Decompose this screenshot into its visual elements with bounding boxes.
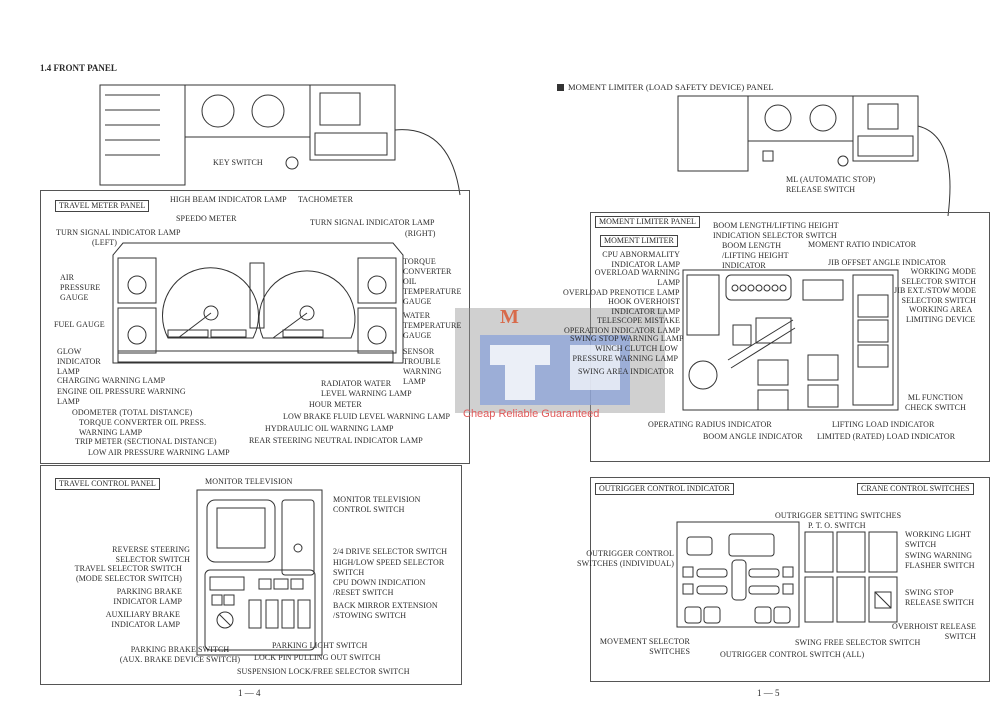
high-beam-indicator-label: HIGH BEAM INDICATOR LAMP bbox=[170, 195, 287, 204]
rear-steering-label: REAR STEERING NEUTRAL INDICATOR LAMP bbox=[249, 436, 423, 445]
outrigger-frame bbox=[590, 477, 990, 682]
travel-meter-panel-title: TRAVEL METER PANEL bbox=[55, 200, 150, 212]
parking-brake-switch-label: PARKING BRAKE SWITCH (AUX. BRAKE DEVICE … bbox=[119, 645, 241, 664]
section-title-front-panel: 1.4 FRONT PANEL bbox=[40, 63, 117, 73]
tc-oil-temp-label: TORQUE CONVERTER OIL TEMPERATURE GAUGE bbox=[403, 257, 462, 306]
boom-indicator-label: BOOM LENGTH /LIFTING HEIGHT INDICATOR bbox=[722, 241, 789, 270]
fuel-gauge-label: FUEL GAUGE bbox=[54, 320, 105, 329]
tachometer-label: TACHOMETER bbox=[298, 195, 354, 204]
cpu-abnormality-label: CPU ABNORMALITY INDICATOR LAMP bbox=[602, 250, 680, 269]
overload-warning-label: OVERLOAD WARNING LAMP bbox=[594, 268, 680, 287]
sensor-trouble-label: SENSOR TROUBLE WARNING LAMP bbox=[403, 347, 442, 386]
moment-limiter-panel-title: MOMENT LIMITER PANEL bbox=[595, 216, 700, 228]
swing-free-label: SWING FREE SELECTOR SWITCH bbox=[795, 638, 921, 647]
brake-fluid-label: LOW BRAKE FLUID LEVEL WARNING LAMP bbox=[283, 412, 451, 421]
page-number-right: 1 — 5 bbox=[757, 688, 780, 698]
swing-warning-label: SWING WARNING FLASHER SWITCH bbox=[905, 551, 975, 570]
telescope-mistake-label: TELESCOPE MISTAKE OPERATION INDICATOR LA… bbox=[563, 316, 680, 335]
moment-limiter-overview-drawing bbox=[677, 95, 951, 217]
hook-overhoist-label: HOOK OVERHOIST INDICATOR LAMP bbox=[608, 297, 680, 316]
page-number-left: 1 — 4 bbox=[238, 688, 261, 698]
engine-oil-warning-label: ENGINE OIL PRESSURE WARNING LAMP bbox=[57, 387, 186, 406]
travel-control-drawing bbox=[196, 489, 323, 656]
hydraulic-oil-label: HYDRAULIC OIL WARNING LAMP bbox=[265, 424, 394, 433]
travel-control-panel-frame bbox=[40, 465, 462, 685]
glow-indicator-label: GLOW INDICATOR LAMP bbox=[57, 347, 101, 376]
tc-oil-press-label: TORQUE CONVERTER OIL PRESS. WARNING LAMP bbox=[79, 418, 207, 437]
boom-angle-label: BOOM ANGLE INDICATOR bbox=[703, 432, 803, 441]
limited-load-label: LIMITED (RATED) LOAD INDICATOR bbox=[817, 432, 956, 441]
outrigger-all-label: OUTRIGGER CONTROL SWITCH (ALL) bbox=[720, 650, 865, 659]
front-panel-overview-drawing bbox=[99, 84, 461, 196]
odometer-label: ODOMETER (TOTAL DISTANCE) bbox=[72, 408, 193, 417]
moment-limiter-drawing bbox=[682, 269, 899, 411]
high-low-speed-label: HIGH/LOW SPEED SELECTOR SWITCH bbox=[333, 558, 445, 577]
water-temp-label: WATER TEMPERATURE GAUGE bbox=[403, 311, 462, 340]
swing-stop-warning-label: SWING STOP WARNING LAMP bbox=[570, 334, 684, 343]
air-pressure-gauge-label: AIR PRESSURE GAUGE bbox=[60, 273, 101, 302]
pto-switch-label: P. T. O. SWITCH bbox=[808, 521, 866, 530]
drive-24-label: 2/4 DRIVE SELECTOR SWITCH bbox=[333, 547, 448, 556]
back-mirror-label: BACK MIRROR EXTENSION /STOWING SWITCH bbox=[333, 601, 438, 620]
watermark-logo-icon bbox=[480, 335, 630, 405]
bullet-square-icon bbox=[557, 84, 564, 91]
ml-release-switch-label: ML (AUTOMATIC STOP) RELEASE SWITCH bbox=[786, 175, 876, 194]
winch-clutch-label: WINCH CLUTCH LOW PRESSURE WARNING LAMP bbox=[572, 344, 678, 363]
key-switch-label: KEY SWITCH bbox=[213, 158, 263, 167]
turn-signal-left-label: TURN SIGNAL INDICATOR LAMP bbox=[56, 228, 181, 237]
working-area-label: WORKING AREA LIMITING DEVICE bbox=[906, 305, 976, 324]
travel-selector-label: TRAVEL SELECTOR SWITCH (MODE SELECTOR SW… bbox=[74, 564, 182, 583]
aux-brake-lamp-label: AUXILIARY BRAKE INDICATOR LAMP bbox=[105, 610, 180, 629]
radiator-warning-label: RADIATOR WATER LEVEL WARNING LAMP bbox=[321, 379, 412, 398]
outrigger-drawing bbox=[676, 521, 898, 628]
parking-brake-lamp-label: PARKING BRAKE INDICATOR LAMP bbox=[113, 587, 182, 606]
turn-signal-left-sub: (LEFT) bbox=[92, 238, 118, 247]
jib-offset-label: JIB OFFSET ANGLE INDICATOR bbox=[828, 258, 947, 267]
speedometer-label: SPEEDO METER bbox=[176, 214, 237, 223]
section-title-moment-limiter: MOMENT LIMITER (LOAD SAFETY DEVICE) PANE… bbox=[568, 82, 774, 92]
reverse-steering-label: REVERSE STEERING SELECTOR SWITCH bbox=[112, 545, 190, 564]
overhoist-release-label: OVERHOIST RELEASE SWITCH bbox=[892, 622, 976, 641]
crane-control-title: CRANE CONTROL SWITCHES bbox=[857, 483, 974, 495]
boom-selector-label: BOOM LENGTH/LIFTING HEIGHT INDICATION SE… bbox=[713, 221, 839, 240]
outrigger-indicator-title: OUTRIGGER CONTROL INDICATOR bbox=[595, 483, 734, 495]
turn-signal-right-label: TURN SIGNAL INDICATOR LAMP bbox=[310, 218, 435, 227]
operating-radius-label: OPERATING RADIUS INDICATOR bbox=[648, 420, 772, 429]
ml-function-check-label: ML FUNCTION CHECK SWITCH bbox=[905, 393, 966, 412]
lifting-load-label: LIFTING LOAD INDICATOR bbox=[832, 420, 935, 429]
outrigger-individual-label: OUTRIGGER CONTROL SWITCHES (INDIVIDUAL) bbox=[577, 549, 674, 568]
working-light-label: WORKING LIGHT SWITCH bbox=[905, 530, 971, 549]
turn-signal-right-sub: (RIGHT) bbox=[405, 229, 436, 238]
jib-ext-stow-label: JIB EXT./STOW MODE SELECTOR SWITCH bbox=[893, 286, 976, 305]
cpu-down-label: CPU DOWN INDICATION /RESET SWITCH bbox=[333, 578, 426, 597]
movement-selector-label: MOVEMENT SELECTOR SWITCHES bbox=[599, 637, 690, 656]
travel-control-panel-title: TRAVEL CONTROL PANEL bbox=[55, 478, 160, 490]
travel-meter-panel-frame bbox=[40, 190, 470, 464]
moment-ratio-label: MOMENT RATIO INDICATOR bbox=[808, 240, 917, 249]
outrigger-setting-label: OUTRIGGER SETTING SWITCHES bbox=[775, 511, 902, 520]
hour-meter-label: HOUR METER bbox=[309, 400, 362, 409]
monitor-ctrl-label: MONITOR TELEVISION CONTROL SWITCH bbox=[333, 495, 421, 514]
low-air-warning-label: LOW AIR PRESSURE WARNING LAMP bbox=[88, 448, 230, 457]
swing-area-label: SWING AREA INDICATOR bbox=[578, 367, 675, 376]
watermark: M Cheap Reliable Guaranteed bbox=[455, 300, 665, 425]
suspension-label: SUSPENSION LOCK/FREE SELECTOR SWITCH bbox=[237, 667, 410, 676]
lock-pin-label: LOCK PIN PULLING OUT SWITCH bbox=[254, 653, 381, 662]
watermark-letter: M bbox=[500, 306, 519, 328]
moment-limiter-subtitle: MOMENT LIMITER bbox=[600, 235, 678, 247]
watermark-text: Cheap Reliable Guaranteed bbox=[463, 408, 600, 420]
swing-stop-release-label: SWING STOP RELEASE SWITCH bbox=[905, 588, 975, 607]
overload-prenotice-label: OVERLOAD PRENOTICE LAMP bbox=[563, 288, 680, 297]
working-mode-label: WORKING MODE SELECTOR SWITCH bbox=[901, 267, 976, 286]
travel-meter-drawing bbox=[112, 242, 404, 364]
monitor-tv-label: MONITOR TELEVISION bbox=[205, 477, 293, 486]
trip-meter-label: TRIP METER (SECTIONAL DISTANCE) bbox=[75, 437, 217, 446]
parking-light-label: PARKING LIGHT SWITCH bbox=[272, 641, 368, 650]
charging-warning-label: CHARGING WARNING LAMP bbox=[57, 376, 166, 385]
